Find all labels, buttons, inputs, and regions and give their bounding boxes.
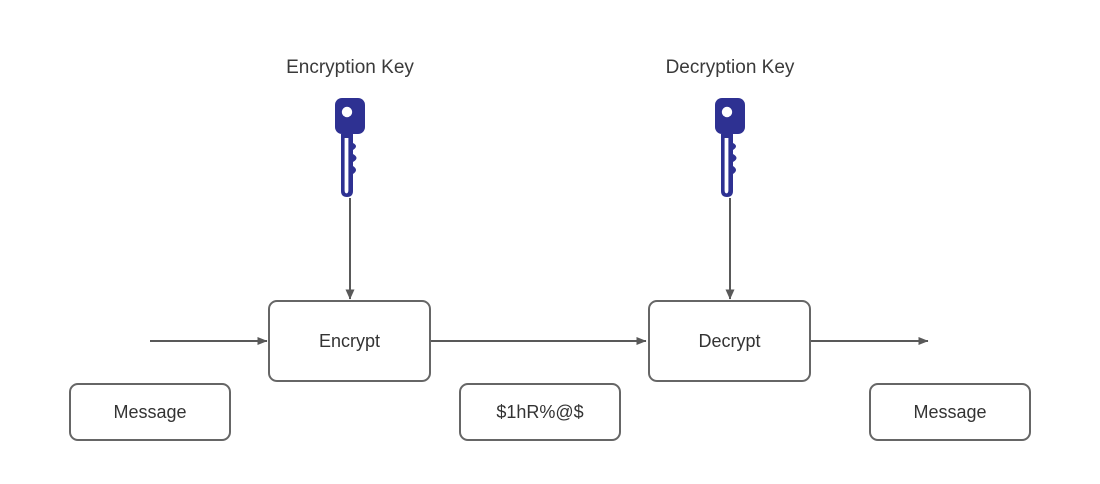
decryption-key-icon — [715, 98, 745, 197]
ciphertext-box[interactable]: $1hR%@$ — [459, 383, 621, 441]
encryption-key-icon — [335, 98, 365, 197]
decrypt-box-label: Decrypt — [698, 330, 761, 351]
message-output-box[interactable]: Message — [869, 383, 1031, 441]
encrypt-box-label: Encrypt — [318, 330, 381, 351]
message-input-label: Message — [113, 401, 187, 422]
ciphertext-label: $1hR%@$ — [496, 401, 584, 422]
decrypt-box[interactable]: Decrypt — [648, 300, 811, 382]
message-output-label: Message — [913, 401, 987, 422]
message-input-box[interactable]: Message — [69, 383, 231, 441]
encrypt-box[interactable]: Encrypt — [268, 300, 431, 382]
